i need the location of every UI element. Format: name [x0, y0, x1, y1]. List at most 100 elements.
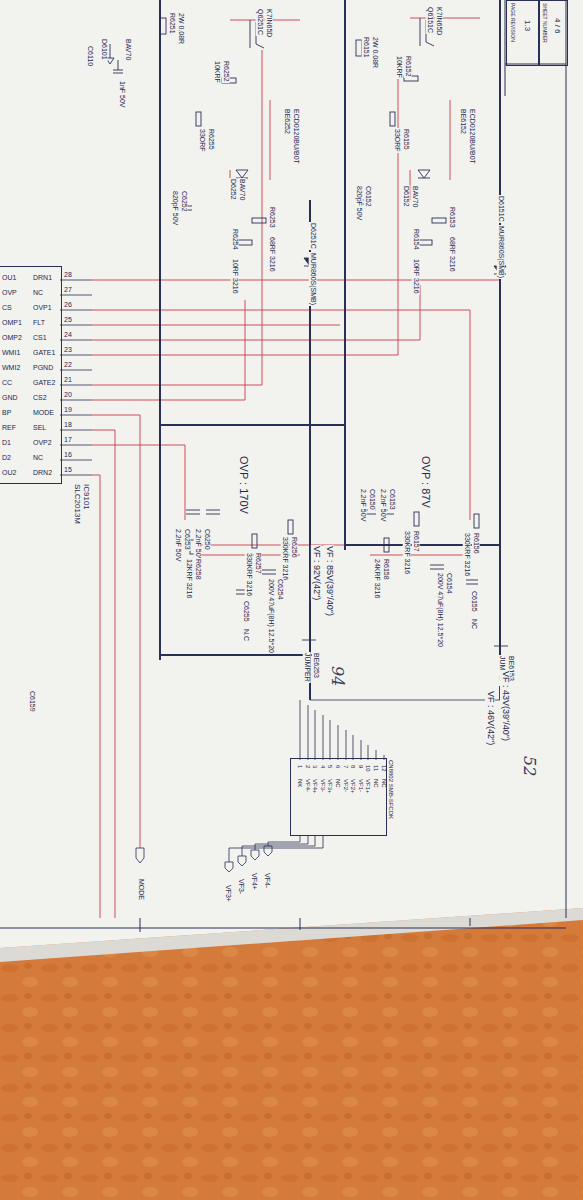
connector-header: CN8802 SMB-SFCDK: [290, 758, 402, 838]
part-label: VF : 43V(39"/40"): [500, 670, 510, 742]
part-label: BAV70: [238, 178, 246, 201]
pin-name: NC: [33, 454, 43, 462]
pin-name: GATE2: [33, 379, 55, 387]
part-label: R6258: [194, 558, 202, 581]
part-label: VF3-: [237, 878, 245, 895]
pin-name: CS1: [33, 334, 47, 342]
part-label: K7IN65D: [435, 6, 443, 36]
part-label: 33ORF: [393, 128, 401, 153]
pin-number: 7: [342, 764, 349, 769]
part-label: 2W 0.08R: [177, 12, 185, 45]
part-label: K7IN65D: [265, 8, 273, 38]
part-label: R6151: [362, 36, 370, 59]
pin-name: NC: [33, 289, 43, 297]
part-label: VF : 92V(42"): [311, 545, 321, 601]
part-label: 2.2nF 50V: [359, 488, 367, 522]
part-label: R6152: [404, 55, 412, 78]
pin-number: 20: [64, 391, 72, 399]
part-label: C6159: [28, 690, 36, 713]
part-label: D6152: [402, 185, 410, 208]
part-label: R6156: [472, 532, 480, 555]
pin-number: 27: [64, 286, 72, 294]
part-label: 330KRF 3216: [245, 552, 253, 597]
part-label: C6250: [203, 528, 211, 551]
pin-name: SEL: [33, 424, 46, 432]
pin-number: 24: [64, 331, 72, 339]
pin-name: FLT: [33, 319, 45, 327]
part-label: MUR860S(SMB): [497, 225, 505, 279]
pin-number: 4: [319, 764, 326, 769]
pin-name: VF3-: [319, 778, 326, 793]
part-label: C6153: [388, 488, 396, 511]
pin-number: 1: [296, 764, 303, 769]
pin-number: 2: [304, 764, 311, 769]
pin-name: D2: [2, 454, 11, 462]
part-label: C6252: [180, 190, 188, 213]
part-label: R6154: [412, 228, 420, 251]
part-label: BE6252: [283, 108, 291, 135]
pin-number: 25: [64, 316, 72, 324]
title-block-cell: SHEET NUMBER4 / 6: [538, 0, 566, 64]
pin-name: CS2: [33, 394, 47, 402]
part-label: 10KRF: [395, 55, 403, 79]
pin-name: VF2-: [342, 778, 349, 793]
pin-name: NC: [380, 778, 387, 789]
part-label: JUMPER: [303, 652, 311, 683]
part-label: C6152: [364, 185, 372, 208]
pin-name: PGND: [33, 364, 53, 372]
pin-number: 16: [64, 451, 72, 459]
part-label: C6255: [242, 600, 250, 623]
part-label: 10KRF: [213, 60, 221, 84]
pin-number: 6: [334, 764, 341, 769]
part-label: R6158: [382, 558, 390, 581]
part-label: 68RF 3216: [448, 236, 456, 273]
part-label: 200V 47uF(8H) 12.5*20: [436, 572, 444, 648]
part-label: D6101: [100, 38, 108, 61]
pin-number: 21: [64, 376, 72, 384]
node-text: 1.3: [522, 20, 531, 60]
ic-chip: IC9101 SLC2013M: [0, 266, 92, 536]
node-text: PAGE REVISION: [509, 3, 515, 63]
pin-name: VF4-: [304, 778, 311, 793]
part-label: R6155: [402, 128, 410, 151]
node-text: 4 / 6: [552, 18, 561, 58]
pin-number: 17: [64, 436, 72, 444]
part-label: 33ORF: [198, 128, 206, 153]
pin-name: NK: [296, 778, 303, 788]
part-label: 2W 0.08R: [371, 36, 379, 69]
part-label: Q6151C: [426, 6, 434, 34]
pin-name: OU1: [2, 274, 16, 282]
pin-name: BP: [2, 409, 11, 417]
part-label: 1nF 50V: [118, 80, 126, 108]
handwritten-note: 52: [520, 755, 538, 777]
pin-name: OVP2: [33, 439, 52, 447]
pin-name: NC: [334, 778, 341, 789]
part-label: 10RF 3216: [231, 258, 239, 295]
part-label: MODE: [137, 878, 145, 901]
pin-number: 19: [64, 406, 72, 414]
pin-name: CC: [2, 379, 12, 387]
pin-name: VF3+: [326, 778, 333, 795]
pin-name: OVP1: [33, 304, 52, 312]
part-label: R6254: [231, 228, 239, 251]
pin-number: 11: [372, 764, 379, 772]
pin-name: REF: [2, 424, 16, 432]
outline: [290, 758, 387, 836]
pin-number: 18: [64, 421, 72, 429]
part-label: ECD0120BU/B0T: [292, 108, 300, 165]
title-block-cell: PAGE REVISION 1.3: [506, 0, 538, 64]
node-text: IC9101 SLC2013M: [72, 484, 90, 534]
pin-name: D1: [2, 439, 11, 447]
pin-number: 10: [364, 764, 371, 773]
handwritten-note: 94: [328, 665, 346, 687]
part-label: 24KRF 3216: [373, 558, 381, 599]
part-label: Q6251C: [256, 8, 264, 36]
part-label: C6155: [470, 590, 478, 613]
part-label: 330KRF 3216: [281, 536, 289, 581]
part-label: 2.2nF 50V: [174, 528, 182, 562]
connector-wires: [136, 700, 500, 872]
part-label: R6257: [254, 552, 262, 575]
part-label: R6157: [412, 530, 420, 553]
part-label: VF : 46V(42"): [485, 690, 495, 746]
